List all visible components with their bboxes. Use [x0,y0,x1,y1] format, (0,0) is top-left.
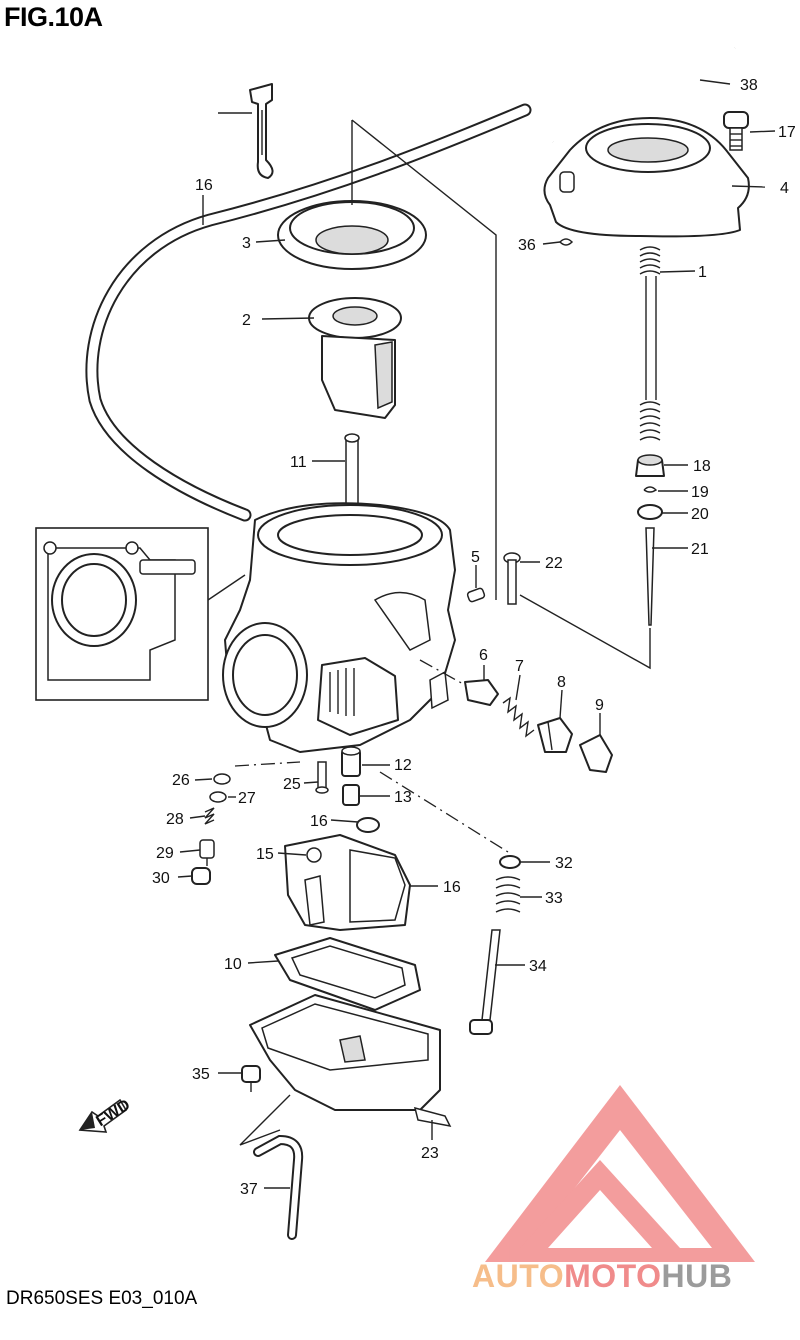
screw-18 [723,111,749,151]
callout-16-cover: 16 [443,879,461,896]
jet-13 [342,784,360,806]
callout-31: 32 [555,855,573,872]
plunger-8 [537,717,573,753]
callout-1: 1 [698,264,707,281]
callout-19: 18 [693,458,711,475]
jet-needle-22 [645,527,655,626]
bracket-38 [249,83,274,179]
callout-17: 16 [195,177,213,194]
top-cover-4 [543,117,750,238]
watermark-text: AUTOMOTOHUB [472,1258,732,1295]
washer-27 [209,791,227,803]
callout-12: 12 [394,757,412,774]
spring-7 [502,696,535,738]
callout-33: 34 [529,958,547,975]
watermark-part-auto: AUTO [472,1258,565,1294]
callout-28: 28 [166,811,184,828]
fwd-label: FWD [93,1096,133,1130]
clip-35 [558,238,574,246]
callout-37: 37 [240,1181,258,1198]
watermark-logo-icon [485,1085,755,1262]
spring-28 [204,807,215,825]
float-bowl [249,994,441,1111]
needle-valve-6 [464,679,499,706]
cap-9 [579,734,613,773]
callout-16-oring: 16 [310,813,328,830]
callout-8: 8 [557,674,566,691]
callout-11: 11 [290,454,307,471]
pump-cover-15-16 [284,834,411,931]
fwd-arrow-icon [78,1098,128,1133]
callout-21: 20 [691,506,709,523]
callout-23: 22 [545,555,563,572]
washer-26 [213,773,231,785]
leader-lines [177,79,776,1189]
callout-29: 29 [156,845,174,862]
callout-18: 17 [778,124,796,141]
callout-3: 3 [242,235,251,252]
hose-36 [548,45,736,143]
callout-13: 13 [394,789,412,806]
inset-detail-box [35,527,246,701]
callout-labels: 38 17 4 16 3 36 1 2 11 18 19 20 21 5 22 … [152,77,796,1198]
callout-6: 6 [479,647,488,664]
o-ring-16 [356,817,380,833]
callout-34: 35 [192,1066,210,1083]
screw-33 [469,929,501,1035]
pilot-jet-25 [315,761,329,794]
screw-34 [241,1065,261,1092]
jet-12 [341,746,361,777]
carburetor-body [222,502,456,753]
figure-title: FIG.10A [4,2,103,32]
callout-32: 33 [545,890,563,907]
watermark-part-hub: HUB [661,1258,733,1294]
e-clip-20 [643,486,658,493]
diaphragm-3 [277,200,427,270]
callout-26: 26 [172,772,190,789]
callout-10: 10 [224,956,242,973]
gasket-10 [274,937,421,1011]
screw-5 [466,587,486,603]
callout-9: 9 [595,697,604,714]
callout-15: 15 [256,846,274,863]
hose-17 [85,103,532,522]
watermark-part-moto: MOTO [564,1258,662,1294]
callout-24: 23 [421,1145,439,1162]
callout-7: 7 [515,658,524,675]
cap-30 [191,867,211,885]
callout-20: 19 [691,484,709,501]
washer-21 [637,504,663,520]
figure-code: DR650SES E03_010A [6,1288,198,1309]
callout-2: 2 [242,312,251,329]
callout-5: 5 [471,549,480,566]
pin-23 [503,552,521,605]
drain-hose-37 [239,1094,304,1240]
screw-29 [199,839,215,866]
o-ring-31 [499,855,521,869]
callout-27: 27 [238,790,256,807]
callout-25: 25 [283,776,301,793]
spring-seat-19 [635,454,665,477]
guide-lines [234,119,651,853]
callout-22: 21 [691,541,709,558]
spring-32 [495,876,521,913]
callout-36: 38 [740,77,758,94]
piston-valve-2 [308,297,402,419]
callout-35: 36 [518,237,536,254]
callout-4: 4 [780,180,789,197]
callout-30: 30 [152,870,170,887]
spring-1 [639,246,661,441]
screw-24 [413,1106,452,1128]
